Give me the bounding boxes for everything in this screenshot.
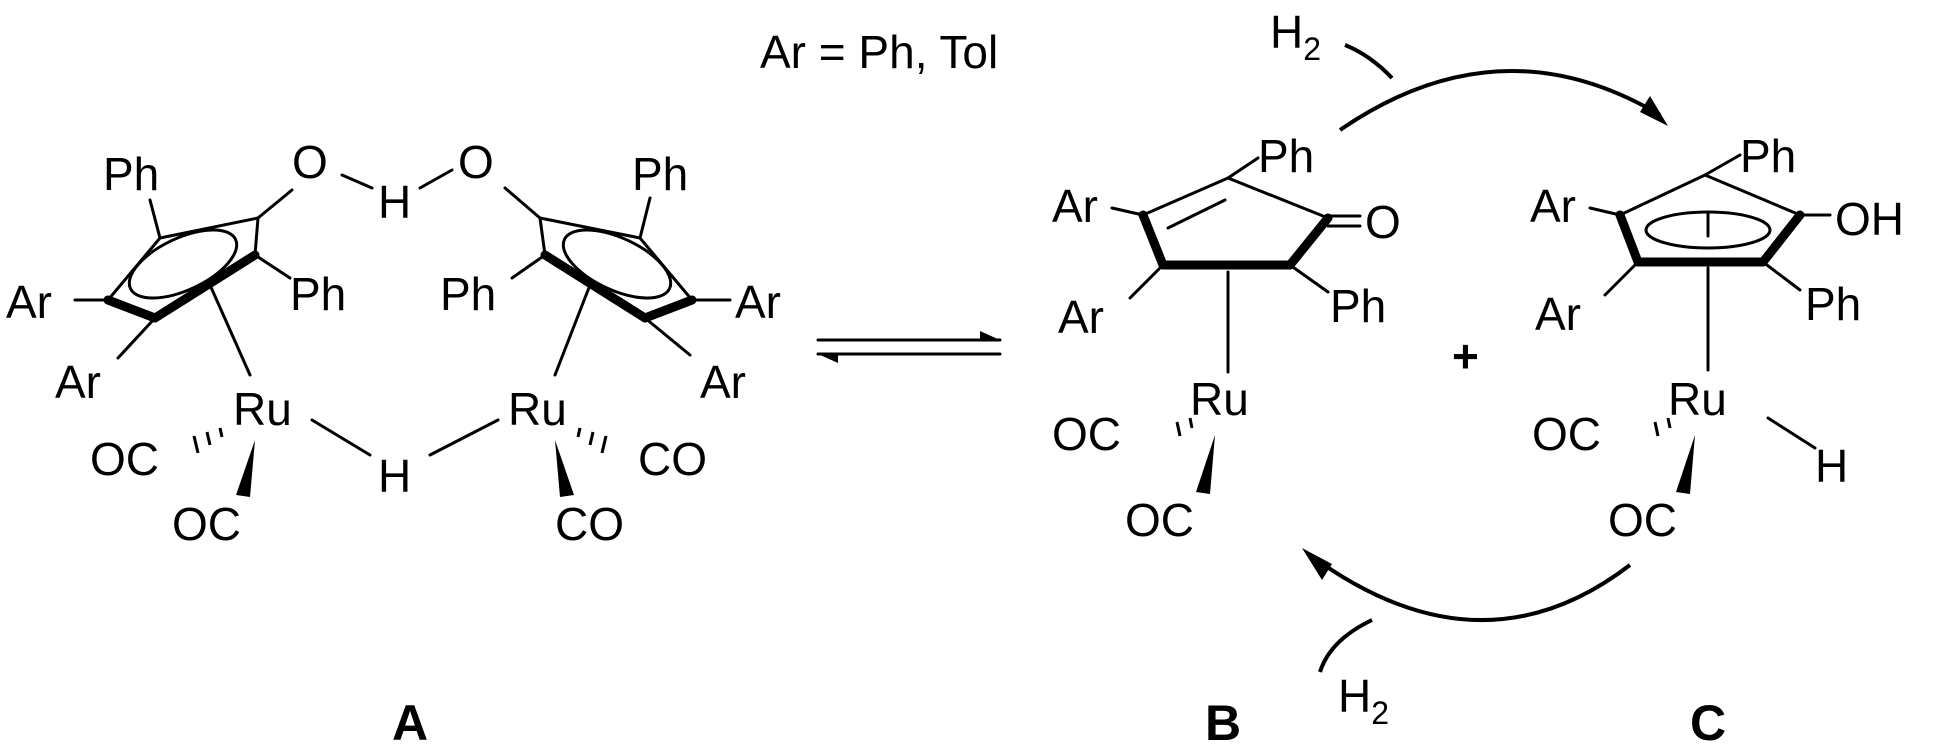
carbonyl-label: OC [1125,494,1194,546]
aryl-label: Ar [6,276,52,328]
h2-release-curve [1318,618,1373,673]
phenyl-label: Ph [290,268,346,320]
carbonyl-label: OC [172,498,241,550]
ruthenium-label: Ru [1668,373,1727,425]
compound-c-structure [1588,153,1832,494]
hydride-label: H [1815,440,1848,492]
dehydrogenation-arc [1308,553,1632,622]
phenyl-label: Ph [1330,280,1386,332]
equilibrium-arrow [816,331,1002,363]
carbonyl-label: OC [90,433,159,485]
ruthenium-label: Ru [233,383,292,435]
hydride-bridge-label: H [378,450,411,502]
aryl-label: Ar [735,276,781,328]
ruthenium-label: Ru [508,383,567,435]
carbonyl-label: OC [1608,494,1677,546]
oxygen-label: O [1365,196,1401,248]
compound-a-structure [73,168,732,497]
ring-double-bond [1166,198,1227,230]
arrowhead [1640,96,1668,126]
ar-definition: Ar = Ph, Tol [760,26,998,78]
hydrogen-in-label: H2 [1270,6,1321,67]
ruthenium-label: Ru [1190,373,1249,425]
arrowhead [1302,548,1332,580]
carbonyl-label: CO [638,433,707,485]
carbonyl-label: CO [555,498,624,550]
compound-b-label: B [1205,695,1241,751]
hydrogen-out-label: H2 [1338,670,1389,731]
aryl-label: Ar [700,356,746,408]
plus-sign: + [1452,330,1479,382]
carbonyl-label: OC [1052,408,1121,460]
phenyl-label: Ph [1805,278,1861,330]
phenyl-label: Ph [103,148,159,200]
aryl-label: Ar [1530,180,1576,232]
hydrogenation-arc [1338,68,1662,132]
phenyl-label: Ph [440,268,496,320]
aryl-label: Ar [1058,291,1104,343]
phenyl-label: Ph [1740,130,1796,182]
compound-c-label: C [1690,695,1726,751]
aryl-label: Ar [1535,288,1581,340]
compound-a-label: A [392,695,428,751]
aromatic-circle-right [561,228,673,300]
oxygen-label: O [458,136,494,188]
hydrogen-bridge-label: H [378,176,411,228]
aryl-label: Ar [1052,180,1098,232]
phenyl-label: Ph [1258,130,1314,182]
aromatic-circle-left [127,228,239,300]
hydroxyl-label: OH [1835,193,1904,245]
carbonyl-label: OC [1532,408,1601,460]
compound-b-structure [1110,156,1362,494]
oxygen-label: O [292,136,328,188]
aryl-label: Ar [55,356,101,408]
phenyl-label: Ph [632,148,688,200]
h2-uptake-curve [1344,43,1394,80]
